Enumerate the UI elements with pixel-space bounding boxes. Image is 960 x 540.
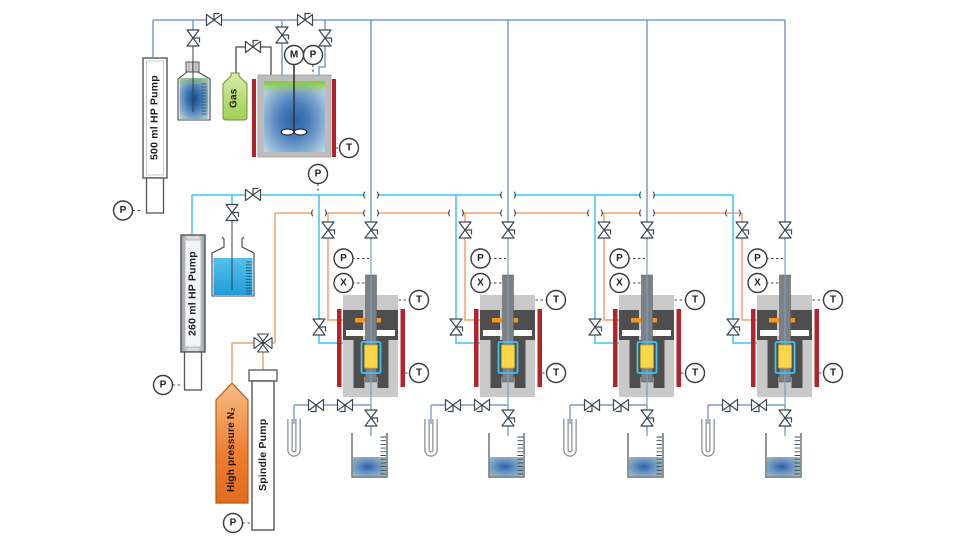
solvent-bottle-2: [211, 220, 255, 297]
stirrer-motor-gauge: M: [283, 44, 305, 66]
instrument-signal-lines: [132, 64, 339, 524]
stirred-reactor: [252, 64, 336, 158]
reactor-temperature-gauge: T: [338, 137, 360, 159]
solvent-bottle-1: [177, 46, 211, 121]
spindle-pressure-gauge: P: [222, 512, 244, 534]
heater-strip-right: [332, 79, 336, 157]
pump260-label: 260 ml HP Pump: [186, 251, 199, 337]
coolant-header-valve[interactable]: [244, 187, 262, 202]
svg-text:P: P: [315, 169, 322, 180]
svg-text:P: P: [310, 50, 317, 61]
pump500-label: 500 ml HP Pump: [148, 75, 161, 161]
heater-strip-left: [252, 79, 256, 157]
impeller-blade: [280, 128, 295, 136]
reactor-unit-3: [566, 20, 705, 477]
hp-pump-500: [142, 57, 168, 214]
n2-distribution-valve[interactable]: [253, 333, 273, 353]
gas-supply-line: [235, 46, 272, 76]
svg-text:M: M: [290, 50, 298, 61]
reactor-unit-4: [704, 20, 843, 477]
svg-text:P: P: [160, 380, 167, 391]
header-valve-1[interactable]: [205, 12, 223, 27]
reactor-unit-2: [427, 20, 566, 477]
svg-text:T: T: [346, 143, 352, 154]
header-valve-2[interactable]: [296, 12, 314, 27]
impeller-blade: [293, 128, 308, 136]
pump500-pressure-gauge: P: [112, 200, 134, 221]
n2-cylinder: [215, 382, 249, 504]
gas-cylinder: [222, 72, 248, 121]
svg-text:P: P: [120, 205, 127, 216]
bottle-graduations: [246, 261, 252, 295]
gas-valve[interactable]: [244, 39, 262, 54]
bottle2-valve[interactable]: [225, 203, 240, 222]
n2-bottle-label: High pressure N₂: [226, 407, 237, 493]
gas-bottle-label: Gas: [228, 88, 240, 108]
reactor-feed-valve-a[interactable]: [275, 26, 290, 44]
bottle-graduations: [201, 83, 207, 115]
pump260-pressure-gauge: P: [152, 374, 174, 396]
hp-pump-260: [180, 234, 206, 391]
reactor-pressure-gauge: P: [302, 44, 324, 66]
bottle1-valve[interactable]: [186, 29, 201, 47]
spindle-pump-label: Spindle Pump: [256, 418, 269, 492]
coolant-header-pressure-gauge: P: [307, 163, 329, 185]
reactor-feed-valve-b[interactable]: [318, 29, 333, 47]
svg-text:P: P: [230, 518, 237, 529]
spindle-pump: [248, 369, 278, 531]
